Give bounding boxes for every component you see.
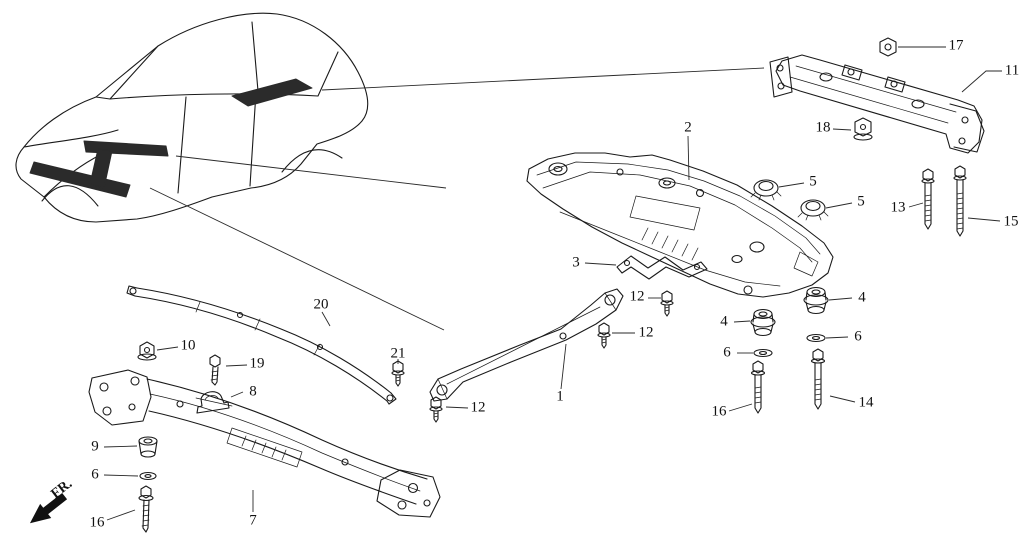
part-label-12c: 12 xyxy=(470,399,486,416)
part-label-17: 17 xyxy=(948,37,964,54)
part-label-11: 11 xyxy=(1004,62,1020,79)
part-label-3: 3 xyxy=(572,254,580,271)
main-cross-beam xyxy=(526,152,834,298)
leader-lines xyxy=(103,46,1002,521)
fr-arrow: FR. xyxy=(29,477,75,524)
mount-4b xyxy=(750,308,776,337)
bolt-16a xyxy=(750,360,766,414)
part-label-2: 2 xyxy=(684,119,692,136)
part-label-15: 15 xyxy=(1003,213,1019,230)
bolt-12c xyxy=(429,396,443,423)
part-label-6a: 6 xyxy=(854,328,862,345)
part-label-6c: 6 xyxy=(91,466,99,483)
part-label-9: 9 xyxy=(91,438,99,455)
part-label-13: 13 xyxy=(890,199,906,216)
part-label-4a: 4 xyxy=(858,289,866,306)
car-sketch xyxy=(15,12,369,223)
part-label-16b: 16 xyxy=(89,514,105,531)
part-label-6b: 6 xyxy=(723,344,731,361)
bolt-14 xyxy=(810,348,826,410)
bolt-12a xyxy=(660,290,674,317)
cap-5b xyxy=(797,199,829,221)
washer-6b xyxy=(753,348,773,358)
bolt-16b xyxy=(138,485,154,533)
cap-5a xyxy=(750,179,782,201)
part-label-12a: 12 xyxy=(629,288,645,305)
rear-cross-beam xyxy=(769,54,985,154)
part-label-19: 19 xyxy=(249,355,265,372)
part-label-4b: 4 xyxy=(720,313,728,330)
fr-label: FR. xyxy=(48,477,75,502)
part-label-5a: 5 xyxy=(809,173,817,190)
part-label-18: 18 xyxy=(815,119,831,136)
part-label-14: 14 xyxy=(858,394,874,411)
bolt-15 xyxy=(953,165,967,237)
part-label-12b: 12 xyxy=(638,324,654,341)
nut-17 xyxy=(879,37,897,57)
part-label-7: 7 xyxy=(249,512,257,529)
washer-6c xyxy=(139,471,157,481)
part-label-16a: 16 xyxy=(711,403,727,420)
bar-20 xyxy=(126,285,397,405)
stay-bar-1 xyxy=(429,288,624,402)
mount-4a xyxy=(803,286,829,315)
part-label-1: 1 xyxy=(556,388,564,405)
fr-arrow-shape xyxy=(29,492,68,524)
part-label-10: 10 xyxy=(180,337,196,354)
clamp-8 xyxy=(196,391,230,414)
front-beam-7 xyxy=(88,369,441,518)
bolt-13 xyxy=(921,168,935,230)
part-label-5b: 5 xyxy=(857,193,865,210)
mount-9 xyxy=(138,436,158,458)
part-label-8: 8 xyxy=(249,383,257,400)
bracket-3 xyxy=(616,255,708,280)
bolt-21 xyxy=(391,360,405,387)
nut-18 xyxy=(853,117,873,141)
bolt-12b xyxy=(597,322,611,349)
bolt-19 xyxy=(209,354,221,386)
highlighted-front-beam xyxy=(29,140,169,198)
part-label-21: 21 xyxy=(390,345,406,362)
washer-6a xyxy=(806,333,826,343)
highlighted-rear-beam xyxy=(231,78,313,107)
nut-10 xyxy=(137,341,157,361)
part-label-20: 20 xyxy=(313,296,329,313)
